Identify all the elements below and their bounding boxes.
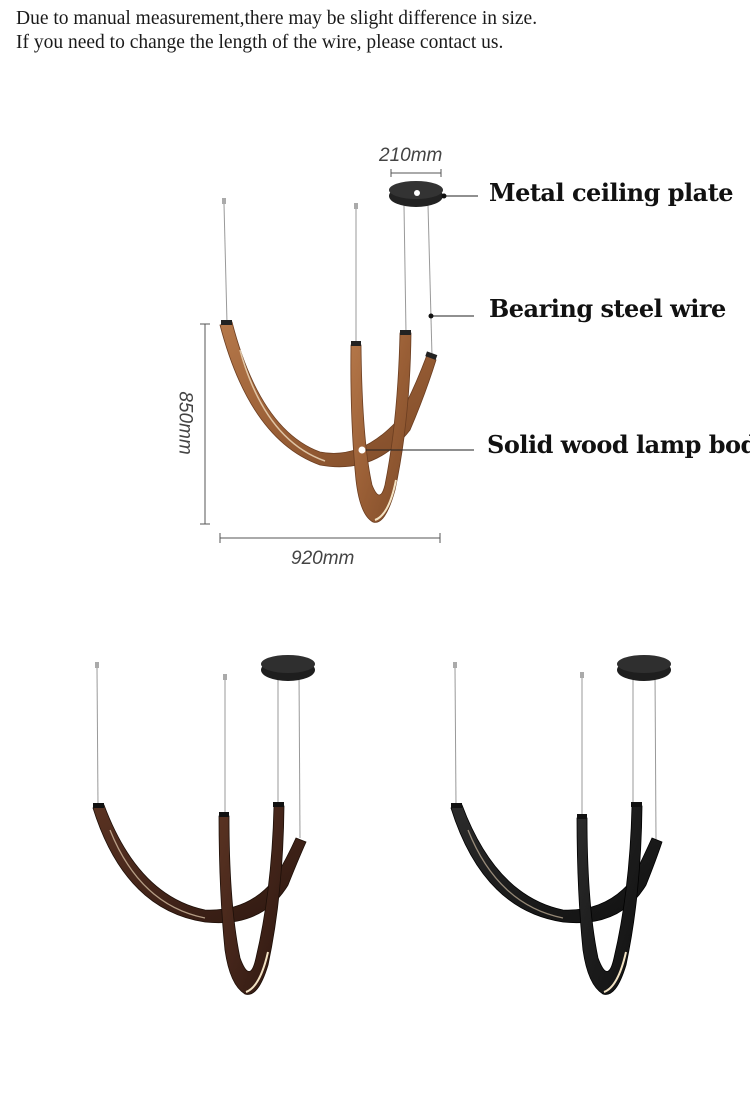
lamp-black (450, 655, 671, 995)
wood-arm-inner (350, 332, 412, 523)
lamp-natural-wood (219, 181, 443, 523)
wire-right-1 (403, 204, 407, 334)
wire-left (223, 203, 228, 324)
disclaimer-line-2: If you need to change the length of the … (16, 32, 504, 53)
callout-leaders (358, 193, 478, 454)
lamp-walnut (92, 655, 315, 995)
callout-metal-ceiling-plate: Metal ceiling plate (489, 178, 734, 207)
height-dimension-label: 850mm (174, 391, 196, 455)
disclaimer-line-1: Due to manual measurement,there may be s… (16, 8, 538, 29)
callout-bearing-steel-wire: Bearing steel wire (489, 294, 726, 323)
callout-solid-wood-lamp-body: Solid wood lamp body (487, 430, 750, 459)
width-dimension-label: 920mm (291, 548, 355, 569)
plate-dimension-label: 210mm (379, 145, 443, 166)
wire-right-2 (427, 204, 433, 357)
dimension-markers (200, 169, 442, 543)
